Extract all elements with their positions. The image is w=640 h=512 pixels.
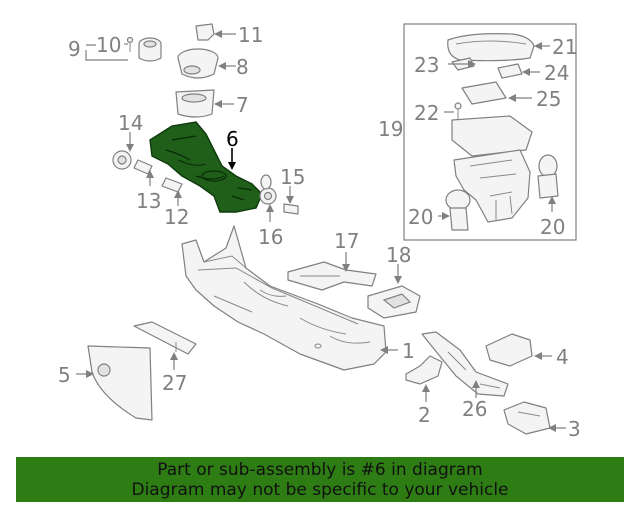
callout-12: 12 xyxy=(164,205,189,229)
part-4-bracket[interactable] xyxy=(485,333,533,367)
callout-11: 11 xyxy=(238,23,263,47)
callout-6[interactable]: 6 xyxy=(226,127,239,151)
part-12-plug[interactable] xyxy=(161,177,183,193)
part-17-trim-panel[interactable] xyxy=(287,261,377,291)
part-7-insert[interactable] xyxy=(175,89,215,118)
callout-15: 15 xyxy=(280,165,305,189)
part-16-grommet[interactable] xyxy=(259,174,277,205)
banner-line-disclaimer: Diagram may not be specific to your vehi… xyxy=(131,479,509,500)
part-15-plug[interactable] xyxy=(283,203,299,215)
part-6-console-panel[interactable] xyxy=(149,121,263,213)
callout-labels: 9 10 11 8 7 6 14 13 12 15 16 17 18 1 4 3… xyxy=(58,23,581,441)
callout-21: 21 xyxy=(552,35,577,59)
part-3-bracket[interactable] xyxy=(503,401,551,435)
callout-10: 10 xyxy=(96,33,121,57)
leader-lines xyxy=(76,30,566,432)
callout-26: 26 xyxy=(462,397,487,421)
part-27-trim-strip[interactable] xyxy=(133,321,197,355)
part-2-bracket[interactable] xyxy=(405,355,443,385)
part-22-screw[interactable] xyxy=(454,102,462,120)
banner-line-part: Part or sub-assembly is #6 in diagram xyxy=(157,459,483,480)
callout-8: 8 xyxy=(236,55,249,79)
inset-frame xyxy=(403,23,577,241)
callout-1: 1 xyxy=(402,339,415,363)
info-banner: Part or sub-assembly is #6 in diagram Di… xyxy=(16,457,624,502)
callout-9: 9 xyxy=(68,37,81,61)
part-24-pad[interactable] xyxy=(497,63,523,79)
callout-20-right: 20 xyxy=(540,215,565,239)
part-25-mat[interactable] xyxy=(461,81,507,105)
part-10-screw[interactable] xyxy=(126,36,134,53)
callout-16: 16 xyxy=(258,225,283,249)
callout-18: 18 xyxy=(386,243,411,267)
callout-24: 24 xyxy=(544,61,569,85)
callout-20-left: 20 xyxy=(408,205,433,229)
callout-25: 25 xyxy=(536,87,561,111)
callout-17: 17 xyxy=(334,229,359,253)
callout-2: 2 xyxy=(418,403,431,427)
callout-4: 4 xyxy=(556,345,569,369)
part-18-shifter-bezel[interactable] xyxy=(367,285,421,319)
part-14-grommet[interactable] xyxy=(112,150,132,170)
callout-14: 14 xyxy=(118,111,143,135)
callout-22: 22 xyxy=(414,101,439,125)
part-20-bracket-left[interactable] xyxy=(445,189,471,231)
callout-23: 23 xyxy=(414,53,439,77)
part-26-brace[interactable] xyxy=(421,331,509,397)
callout-3: 3 xyxy=(568,417,581,441)
part-5-side-panel[interactable] xyxy=(87,345,153,421)
callout-5: 5 xyxy=(58,363,71,387)
part-19-armrest-base[interactable] xyxy=(451,115,533,223)
part-9-bushing[interactable] xyxy=(138,37,162,62)
part-1-console[interactable] xyxy=(181,225,387,371)
part-20-bracket-right[interactable] xyxy=(537,154,559,199)
part-8-cupholder[interactable] xyxy=(177,48,219,79)
callout-13: 13 xyxy=(136,189,161,213)
callout-19: 19 xyxy=(378,117,403,141)
callout-27: 27 xyxy=(162,371,187,395)
callout-7: 7 xyxy=(236,93,249,117)
part-11-clip[interactable] xyxy=(195,23,215,41)
part-21-armrest-lid[interactable] xyxy=(447,33,535,62)
